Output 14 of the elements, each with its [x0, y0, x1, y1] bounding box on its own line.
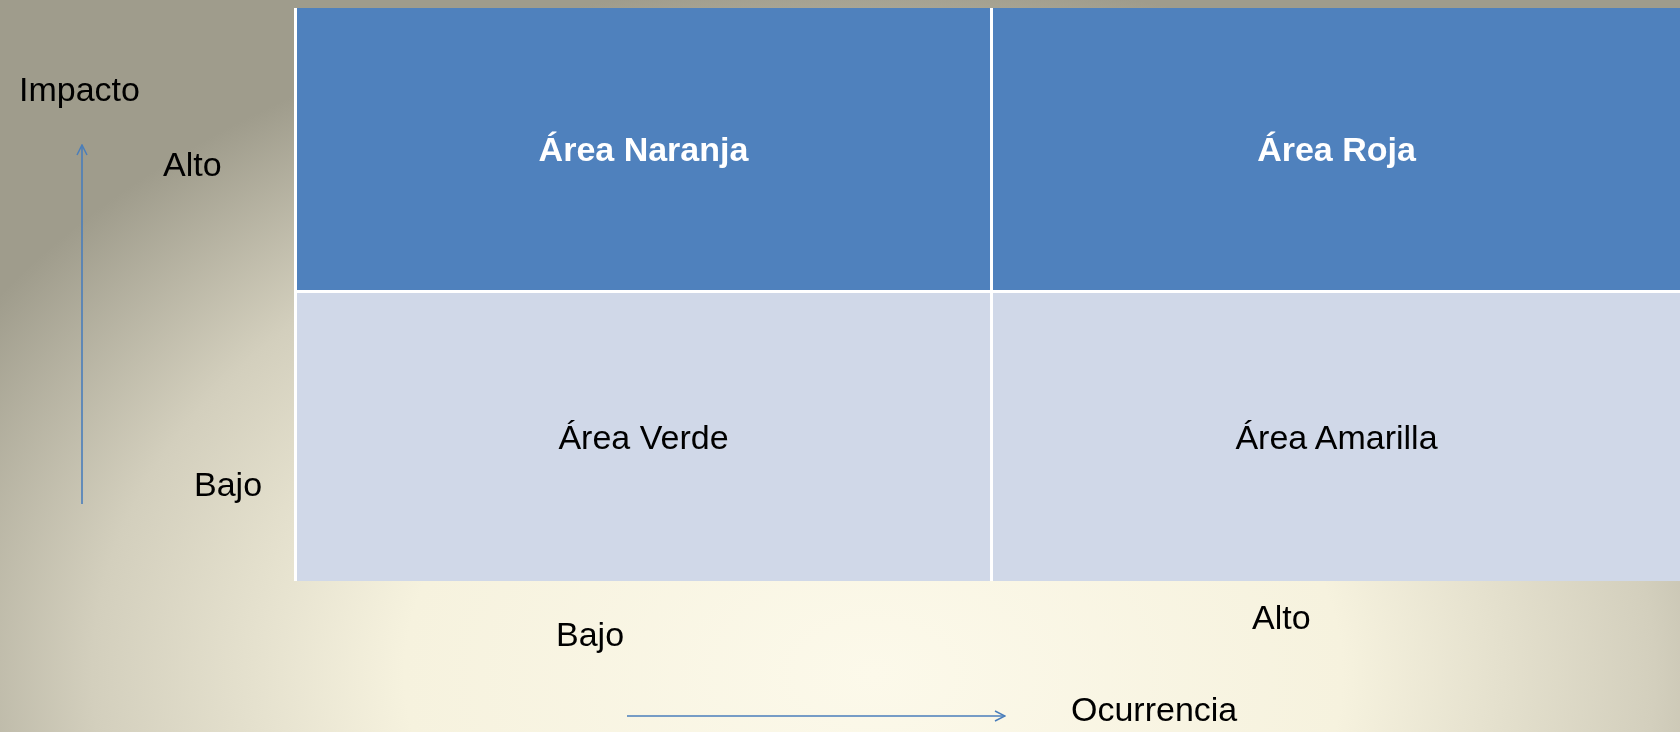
axis-level-label: Bajo	[556, 615, 625, 654]
axis-title: Impacto	[19, 70, 140, 109]
matrix-header-cell	[294, 8, 990, 290]
axis-level-label: Bajo	[194, 465, 263, 504]
cell-text: Área Naranja	[538, 129, 749, 169]
cell-text: Área Verde	[558, 417, 729, 457]
axis-level-label: Alto	[163, 145, 222, 184]
matrix-header-cell	[990, 8, 1680, 290]
axis-title: Ocurrencia	[1071, 690, 1238, 729]
matrix-cell	[990, 290, 1680, 581]
cell-text: Área Roja	[1257, 129, 1416, 169]
axis-level-label: Alto	[1252, 598, 1311, 637]
cell-text: Área Amarilla	[1235, 417, 1438, 457]
matrix-cell	[294, 290, 990, 581]
